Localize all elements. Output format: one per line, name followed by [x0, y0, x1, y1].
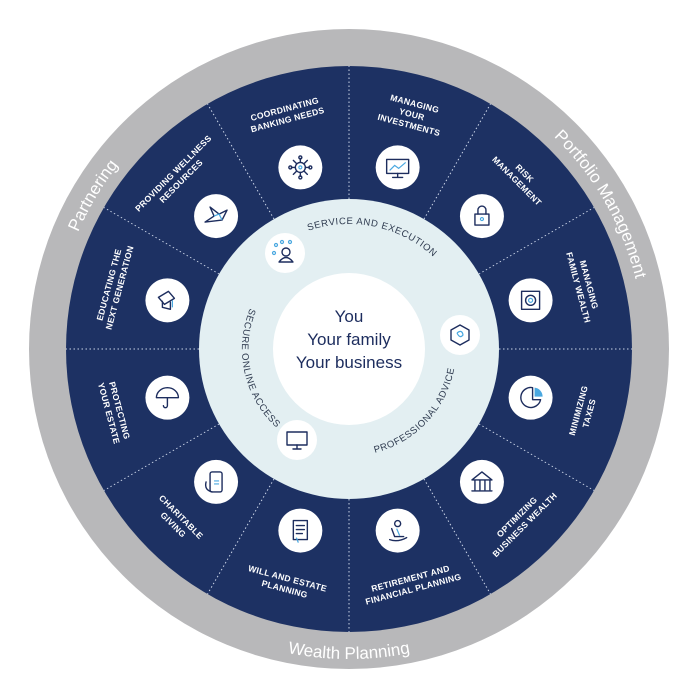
computer-icon — [286, 431, 308, 450]
network-icon — [288, 155, 313, 180]
segment-icon-badge — [375, 145, 420, 190]
center-your-business: Your business — [296, 353, 402, 372]
segment-icon-badge — [375, 508, 420, 553]
segment-icon-badge — [508, 278, 553, 323]
hexagon-network-icon — [450, 324, 470, 346]
segment-icon-badge — [145, 278, 190, 323]
document-icon — [292, 519, 309, 543]
inner-icon-advice — [440, 315, 480, 355]
segment-icon-badge — [194, 459, 239, 504]
inner-icon-service — [265, 233, 305, 273]
safe-icon — [520, 290, 541, 311]
segment-icon-badge — [278, 508, 323, 553]
segment-icon-badge — [194, 194, 239, 239]
segment-minimizing-taxes[interactable]: MINIMIZINGTAXES — [508, 375, 601, 440]
person-stars-icon — [271, 239, 294, 263]
segment-icon-badge — [508, 375, 553, 420]
center-your-family: Your family — [307, 330, 391, 349]
graduation-cap-icon — [157, 290, 176, 311]
rocking-chair-icon — [388, 519, 408, 542]
lock-icon — [474, 205, 490, 226]
segment-icon-badge — [278, 145, 323, 190]
pie-chart-icon — [520, 386, 543, 409]
inner-icon-access — [277, 420, 317, 460]
phone-donation-icon — [204, 471, 223, 493]
center-you: You — [335, 307, 364, 326]
building-icon — [471, 471, 493, 492]
segment-icon-badge — [459, 459, 504, 504]
segment-icon-badge — [459, 194, 504, 239]
segment-icon-badge — [145, 375, 190, 420]
center-circle — [273, 273, 425, 425]
monitor-chart-icon — [385, 158, 410, 179]
origami-bird-icon — [204, 206, 228, 223]
umbrella-icon — [155, 387, 180, 409]
